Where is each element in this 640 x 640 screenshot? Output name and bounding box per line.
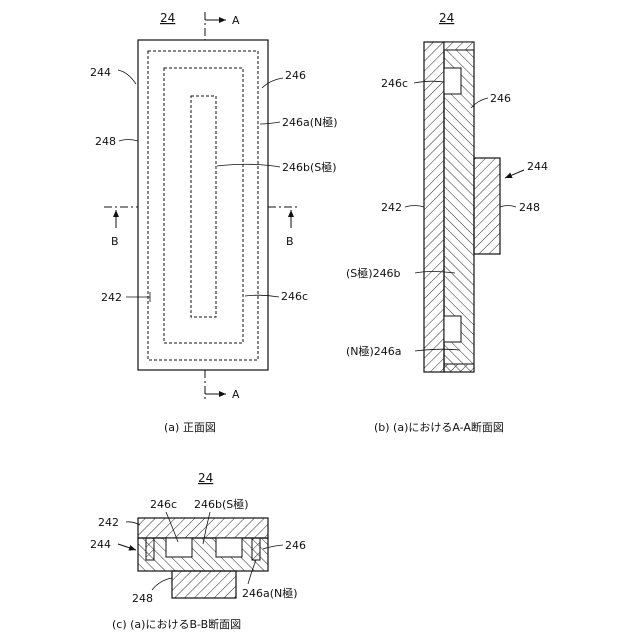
label-246c-c: 246c: [150, 498, 177, 511]
magnet-246b-outline: [191, 96, 216, 317]
pocket-246c-bottom: [444, 316, 461, 342]
front-view: 24 A A B B 244 246 248 246a(N極) 246b(S極): [90, 11, 338, 434]
caption-c: (c) (a)におけるB-B断面図: [112, 617, 241, 631]
label-246-c: 246: [285, 539, 306, 552]
label-242-b: 242: [381, 201, 402, 214]
section-view-aa: 24 246c 246 244 242 248 (S極)246b (N極)246…: [346, 11, 548, 434]
section-label-a-bottom: A: [232, 388, 240, 401]
label-246-a: 246: [285, 69, 306, 82]
leader-246c-a: [245, 295, 279, 297]
section-label-a-top: A: [232, 14, 240, 27]
pocket-246c-left-c: [166, 538, 192, 557]
arrow-244-b: [505, 170, 524, 178]
yoke-248: [474, 158, 500, 254]
pocket-246c-top: [444, 68, 461, 94]
label-246c-b: 246c: [381, 77, 408, 90]
leader-248-a: [119, 140, 138, 142]
caption-b: (b) (a)におけるA-A断面図: [374, 420, 504, 434]
section-view-bb: 24 246c 246b(S極) 242 244 246 248 246a(N極…: [90, 471, 306, 631]
leader-244-a: [118, 70, 136, 84]
leader-248-b: [500, 206, 516, 208]
label-244-b: 244: [527, 160, 548, 173]
label-248-c: 248: [132, 592, 153, 605]
leader-246-a: [262, 78, 283, 88]
section-label-b-left: B: [111, 235, 119, 248]
n-pole-right-c: [252, 538, 260, 560]
label-244-a: 244: [90, 66, 111, 79]
caption-a: (a) 正面図: [164, 421, 216, 434]
label-246b-c: 246b(S極): [194, 497, 249, 511]
magnet-246a-inner: [164, 68, 243, 343]
label-246-b: 246: [490, 92, 511, 105]
label-246a-a: 246a(N極): [282, 115, 338, 129]
base-plate-242-c: [138, 518, 268, 538]
fig-number-b: 24: [439, 11, 454, 25]
n-pole-bottom-fill: [444, 364, 474, 372]
pocket-246c-right-c: [216, 538, 242, 557]
arrow-244-c: [118, 544, 136, 550]
n-pole-top-fill: [444, 42, 474, 50]
leader-242-b: [405, 206, 424, 208]
base-plate-242: [424, 42, 444, 372]
label-242-a: 242: [101, 291, 122, 304]
label-242-c: 242: [98, 516, 119, 529]
label-246a-c: 246a(N極): [242, 586, 298, 600]
fig-number-a: 24: [160, 11, 175, 25]
fig-number-c: 24: [198, 471, 213, 485]
yoke-248-c: [172, 571, 236, 598]
label-246b-b: (S極)246b: [346, 266, 401, 280]
leader-246b-a: [217, 164, 280, 167]
n-pole-left-c: [146, 538, 154, 560]
section-label-b-right: B: [286, 235, 294, 248]
label-246c-a: 246c: [281, 290, 308, 303]
label-246a-b: (N極)246a: [346, 344, 402, 358]
label-248-a: 248: [95, 135, 116, 148]
label-248-b: 248: [519, 201, 540, 214]
body-outline: [138, 40, 268, 370]
leader-248-c: [152, 578, 172, 590]
leader-246a-a: [260, 122, 280, 124]
label-244-c: 244: [90, 538, 111, 551]
label-246b-a: 246b(S極): [282, 160, 337, 174]
